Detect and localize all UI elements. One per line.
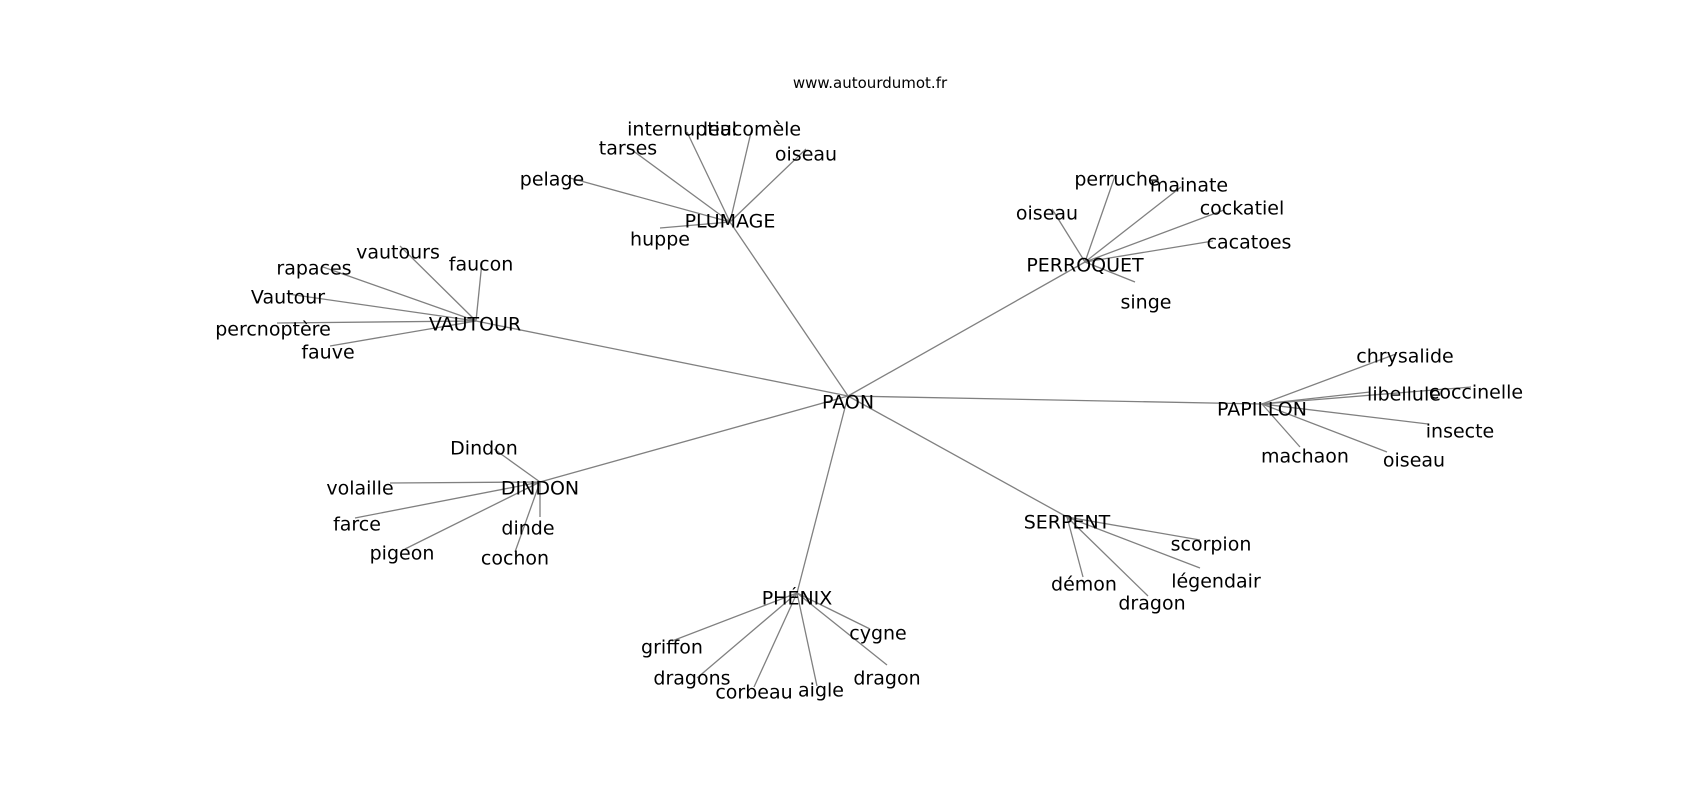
edge-paon-serpent — [847, 395, 1068, 518]
word-vautour-faucon: faucon — [449, 254, 514, 276]
edge-phenix-aigle — [796, 592, 818, 687]
word-vautour-percnoptere: percnoptère — [215, 319, 331, 341]
word-papillon-insecte: insecte — [1426, 421, 1495, 443]
word-dindon-cochon: cochon — [481, 548, 549, 570]
edge-perroquet-mainate — [1084, 186, 1182, 263]
node-vautour: VAUTOUR — [429, 314, 521, 336]
edge-perroquet-cacatoes — [1084, 240, 1214, 263]
word-vautour-vautours: vautours — [356, 242, 440, 264]
word-perroquet-cockatiel: cockatiel — [1200, 198, 1285, 220]
node-dindon: DINDON — [501, 478, 579, 500]
word-serpent-dragon: dragon — [1118, 593, 1185, 615]
edge-serpent-demon — [1066, 516, 1084, 578]
word-vautour-rapaces: rapaces — [276, 258, 351, 280]
edge-dindon-cochon — [514, 481, 541, 553]
edge-paon-dindon — [539, 395, 849, 483]
word-plumage-oiseau: oiseau — [775, 144, 837, 166]
edge-dindon-pigeon — [404, 481, 541, 550]
node-serpent: SERPENT — [1024, 512, 1111, 534]
word-phenix-griffon: griffon — [641, 637, 703, 659]
edge-paon-phenix — [796, 395, 849, 594]
word-perroquet-mainate: mainate — [1150, 175, 1228, 197]
edge-paon-papillon — [847, 395, 1263, 405]
edge-phenix-corbeau — [753, 592, 798, 688]
edge-vautour-vautours — [399, 245, 477, 322]
word-plumage-tarses: tarses — [599, 138, 657, 160]
word-dindon-volaille: volaille — [326, 478, 393, 500]
edge-serpent-dragon — [1066, 516, 1149, 597]
edge-papillon-machaon — [1261, 403, 1301, 448]
word-dindon-dindon: Dindon — [450, 438, 518, 460]
word-plumage-internuptial: internuptial — [627, 119, 737, 141]
edge-perroquet-singe — [1084, 261, 1136, 283]
word-phenix-cygne: cygne — [849, 623, 906, 645]
edge-dindon-volaille — [389, 481, 541, 484]
word-phenix-dragons: dragons — [653, 668, 730, 690]
word-papillon-libellule: libellule — [1367, 384, 1441, 406]
word-dindon-pigeon: pigeon — [370, 543, 435, 565]
edge-papillon-oiseau — [1261, 403, 1388, 453]
edge-vautour-rapaces — [322, 266, 477, 322]
edge-phenix-griffon — [671, 592, 798, 642]
edge-plumage-tarses — [627, 146, 731, 223]
word-serpent-demon: démon — [1051, 574, 1117, 596]
word-dindon-dinde: dinde — [501, 518, 554, 540]
edge-papillon-coccinelle — [1261, 386, 1472, 405]
edge-serpent-scorpion — [1066, 516, 1201, 541]
node-paon: PAON — [822, 392, 874, 414]
word-perroquet-oiseau: oiseau — [1016, 203, 1078, 225]
edge-perroquet-cockatiel — [1084, 209, 1225, 263]
edge-papillon-chrysalide — [1261, 353, 1397, 405]
edge-dindon-dindon — [493, 448, 541, 483]
edge-paon-perroquet — [847, 261, 1086, 397]
edge-plumage-pelage — [569, 177, 731, 223]
word-plumage-huppe: huppe — [630, 229, 690, 251]
word-perroquet-perruche: perruche — [1074, 169, 1159, 191]
word-papillon-machaon: machaon — [1261, 446, 1349, 468]
edge-vautour-fauve — [329, 320, 477, 347]
word-phenix-corbeau: corbeau — [715, 682, 792, 704]
edge-paon-vautour — [475, 320, 849, 397]
node-perroquet: PERROQUET — [1026, 255, 1144, 277]
edge-dindon-farce — [354, 481, 541, 519]
word-perroquet-cacatoes: cacatoes — [1207, 232, 1292, 254]
node-phenix: PHÉNIX — [762, 587, 833, 610]
edge-phenix-dragon — [796, 592, 888, 666]
edge-perroquet-perruche — [1084, 175, 1116, 263]
word-serpent-legendair: légendair — [1171, 571, 1261, 593]
edge-plumage-oiseau — [729, 148, 807, 223]
edges-layer — [276, 127, 1472, 688]
word-vautour-fauve: fauve — [301, 342, 354, 364]
edge-vautour-vautour — [287, 293, 477, 322]
word-papillon-oiseau: oiseau — [1383, 450, 1445, 472]
word-dindon-farce: farce — [333, 514, 381, 536]
edge-vautour-faucon — [475, 261, 483, 322]
edge-plumage-leucomele — [729, 127, 753, 223]
edge-plumage-internuptial — [686, 131, 731, 223]
word-vautour-vautour: Vautour — [251, 287, 325, 309]
edge-papillon-insecte — [1261, 403, 1429, 425]
word-serpent-scorpion: scorpion — [1171, 534, 1252, 556]
edge-phenix-dragons — [696, 592, 798, 679]
word-phenix-aigle: aigle — [798, 680, 844, 702]
edge-paon-plumage — [729, 221, 849, 397]
word-perroquet-singe: singe — [1121, 292, 1172, 314]
node-plumage: PLUMAGE — [685, 211, 776, 233]
word-plumage-pelage: pelage — [520, 169, 584, 191]
edge-vautour-percnoptere — [276, 320, 477, 324]
edge-serpent-legendair — [1066, 516, 1201, 569]
word-phenix-dragon: dragon — [853, 668, 920, 690]
word-papillon-coccinelle: coccinelle — [1429, 382, 1523, 404]
word-papillon-chrysalide: chrysalide — [1356, 346, 1453, 368]
edge-phenix-cygne — [796, 592, 871, 630]
source-label: www.autourdumot.fr — [793, 74, 948, 92]
word-plumage-leucomele: leucomèle — [703, 119, 801, 141]
edge-plumage-huppe — [659, 221, 731, 229]
node-papillon: PAPILLON — [1217, 399, 1307, 421]
edge-perroquet-oiseau — [1051, 208, 1086, 263]
